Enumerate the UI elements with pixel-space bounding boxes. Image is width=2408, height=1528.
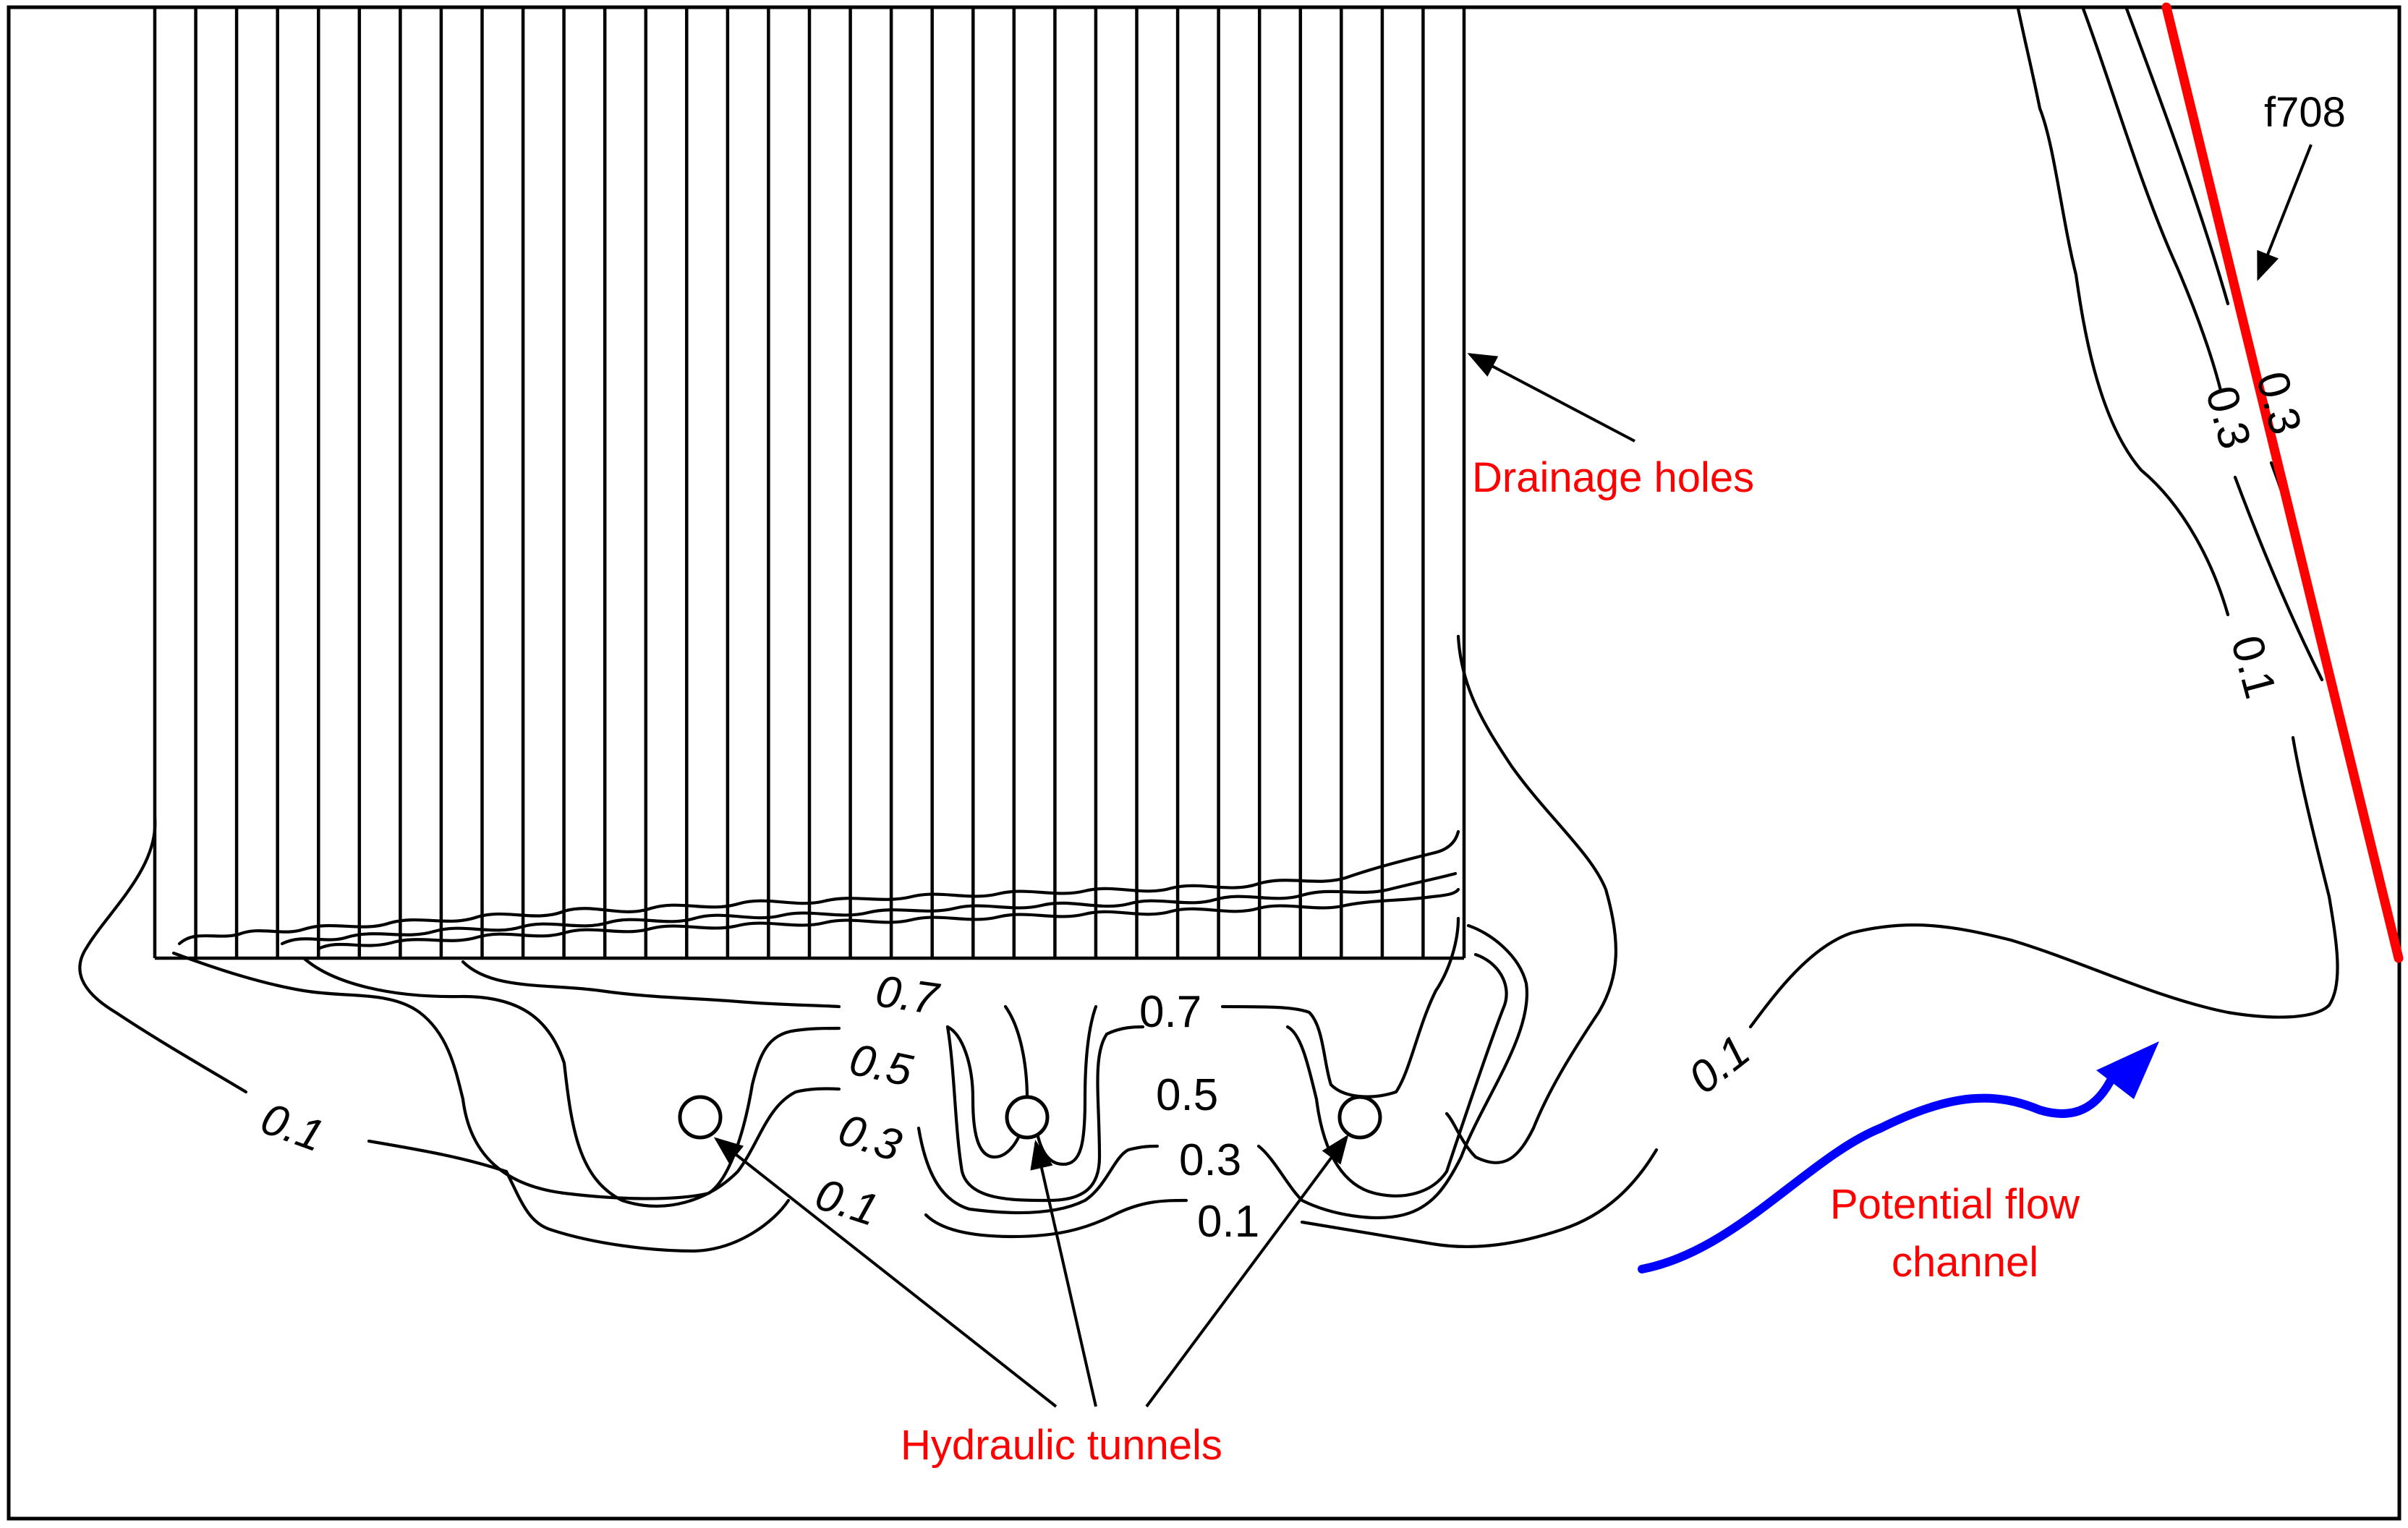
contour-wavy-mid xyxy=(280,871,1458,946)
leader-tunnel-3 xyxy=(1145,1134,1349,1408)
contour-label-0-1-mid-left: 0.1 xyxy=(809,1169,884,1236)
fault-label: f708 xyxy=(2264,89,2346,136)
leader-drainage-holes xyxy=(1467,353,1635,443)
contour-label-0-1-left: 0.1 xyxy=(255,1093,331,1161)
contour-label-0-7-right: 0.7 xyxy=(1139,987,1201,1037)
contour-0-7 xyxy=(461,916,1460,1166)
contour-wavy-top xyxy=(177,829,1460,946)
contour-label-0-1-right: 0.1 xyxy=(1680,1026,1759,1104)
outer-frame xyxy=(7,5,2401,1521)
contour-label-0-5-right: 0.5 xyxy=(1156,1070,1218,1120)
leader-tunnel-2 xyxy=(1030,1140,1097,1407)
flow-channel-arrow xyxy=(1638,1073,2116,1273)
leader-tunnel-1 xyxy=(713,1137,1058,1408)
hydraulic-tunnel-1 xyxy=(678,1095,723,1140)
contour-0-3 xyxy=(302,923,1529,1219)
drainage-holes-label: Drainage holes xyxy=(1472,454,1754,501)
hydraulic-tunnels-label: Hydraulic tunnels xyxy=(901,1422,1222,1469)
hydraulic-tunnel-3 xyxy=(1337,1095,1382,1140)
contour-fault-0-3-left xyxy=(2081,7,2324,682)
contour-label-0-3-left: 0.3 xyxy=(833,1104,907,1171)
contour-0-1 xyxy=(78,7,2339,1253)
leader-fault xyxy=(2257,144,2313,281)
flow-channel-label-line2: channel xyxy=(1892,1239,2038,1286)
contour-lines xyxy=(78,7,2339,1253)
contour-label-0-5-left: 0.5 xyxy=(845,1035,916,1097)
drainage-holes-array xyxy=(153,9,1466,958)
contour-label-0-7-left: 0.7 xyxy=(872,966,943,1025)
fault-line xyxy=(2161,2,2404,963)
contour-label-0-3-right: 0.3 xyxy=(1179,1135,1241,1185)
contour-wavy-low xyxy=(316,887,1460,951)
contour-0-5 xyxy=(171,951,1508,1203)
flow-channel-label-line1: Potential flow xyxy=(1830,1181,2080,1228)
contour-label-0-1-mid-right: 0.1 xyxy=(1197,1197,1259,1247)
contour-label-fault-0-1: 0.1 xyxy=(2221,631,2286,704)
hydraulic-tunnel-2 xyxy=(1005,1095,1050,1140)
flow-channel-arrowhead xyxy=(2096,1041,2159,1099)
